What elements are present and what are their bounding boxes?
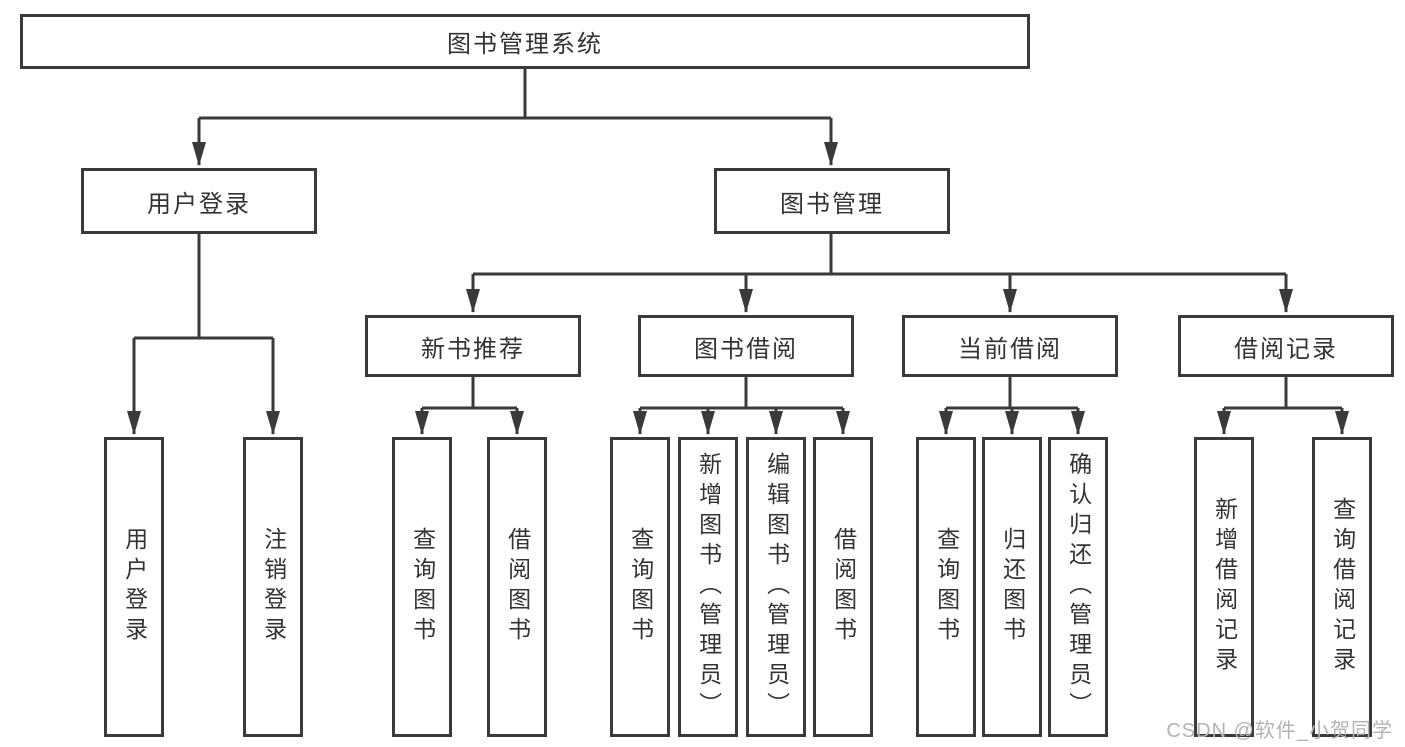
new-book-recommend-node: 新书推荐 <box>365 315 581 377</box>
recommend-query-books-label: 查询图书 <box>409 527 436 647</box>
borrow-edit-books-leaf: 编辑图书（管理员） <box>746 437 806 737</box>
current-confirm-return-label: 确认归还（管理员） <box>1065 452 1092 722</box>
borrow-borrow-books-label: 借阅图书 <box>830 527 857 647</box>
recommend-borrow-books-leaf: 借阅图书 <box>487 437 547 737</box>
logout-leaf: 注销登录 <box>243 437 303 737</box>
borrow-query-books-label: 查询图书 <box>627 527 654 647</box>
new-book-recommend-label: 新书推荐 <box>421 335 525 363</box>
record-query-borrow-leaf: 查询借阅记录 <box>1312 437 1372 737</box>
root-node: 图书管理系统 <box>20 14 1030 69</box>
user-login-node: 用户登录 <box>81 168 317 234</box>
record-add-borrow-leaf: 新增借阅记录 <box>1194 437 1254 737</box>
borrow-borrow-books-leaf: 借阅图书 <box>813 437 873 737</box>
current-borrow-node: 当前借阅 <box>902 315 1118 377</box>
recommend-borrow-books-label: 借阅图书 <box>504 527 531 647</box>
borrow-add-books-leaf: 新增图书（管理员） <box>678 437 738 737</box>
book-management-node: 图书管理 <box>714 168 950 234</box>
current-return-books-label: 归还图书 <box>999 527 1026 647</box>
current-query-books-label: 查询图书 <box>933 527 960 647</box>
borrow-add-books-label: 新增图书（管理员） <box>695 452 722 722</box>
user-login-leaf: 用户登录 <box>104 437 164 737</box>
borrow-edit-books-label: 编辑图书（管理员） <box>763 452 790 722</box>
user-login-leaf-label: 用户登录 <box>121 527 148 647</box>
csdn-watermark: CSDN @软件_小贺同学 <box>1166 720 1393 742</box>
logout-leaf-label: 注销登录 <box>260 527 287 647</box>
borrow-record-label: 借阅记录 <box>1234 335 1338 363</box>
current-return-books-leaf: 归还图书 <box>982 437 1042 737</box>
book-management-node-label: 图书管理 <box>780 190 884 218</box>
borrow-record-node: 借阅记录 <box>1178 315 1394 377</box>
recommend-query-books-leaf: 查询图书 <box>392 437 452 737</box>
root-node-label: 图书管理系统 <box>447 31 603 58</box>
record-add-borrow-label: 新增借阅记录 <box>1211 497 1238 677</box>
current-confirm-return-leaf: 确认归还（管理员） <box>1048 437 1108 737</box>
current-borrow-label: 当前借阅 <box>958 335 1062 363</box>
book-borrow-label: 图书借阅 <box>694 335 798 363</box>
record-query-borrow-label: 查询借阅记录 <box>1329 497 1356 677</box>
user-login-node-label: 用户登录 <box>147 190 251 218</box>
current-query-books-leaf: 查询图书 <box>916 437 976 737</box>
borrow-query-books-leaf: 查询图书 <box>610 437 670 737</box>
book-borrow-node: 图书借阅 <box>638 315 854 377</box>
